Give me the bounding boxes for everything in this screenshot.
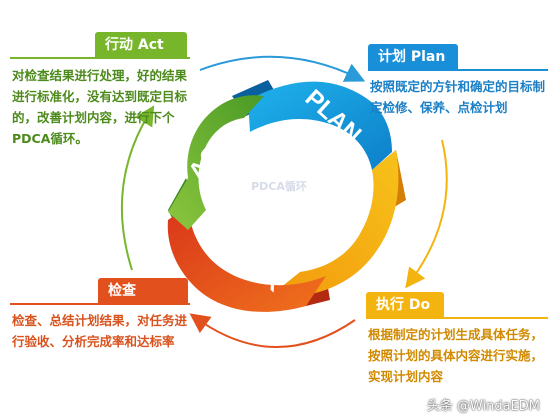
act-title: 行动 Act: [95, 32, 187, 58]
ribbon-plan: [248, 81, 392, 170]
do-title: 执行 Do: [366, 292, 444, 318]
arrow-do-to-check: [189, 313, 356, 348]
do-divider: [366, 317, 548, 319]
act-divider: [10, 57, 190, 59]
arrow-check-to-act: [120, 105, 155, 271]
check-divider: [10, 303, 190, 305]
ribbon-act: [168, 95, 264, 230]
arrow-plan-to-do: [405, 139, 448, 289]
pdca-center-label: PDCA循环: [251, 180, 307, 193]
plan-title: 计划 Plan: [368, 44, 458, 70]
watermark: 头条 @WindaEDM: [426, 399, 540, 414]
arrow-act-to-plan: [199, 55, 366, 82]
check-description: 检查、总结计划结果，对任务进行验收、分析完成率和达标率: [12, 313, 188, 349]
do-description: 根据制定的计划生成具体任务，按照计划的具体内容进行实施，实现计划内容: [368, 327, 544, 384]
plan-description: 按照既定的方针和确定的目标制定检修、保养、点检计划: [370, 79, 546, 115]
check-title: 检查 Check: [98, 278, 188, 325]
ribbon-check: [167, 206, 326, 312]
act-description: 对检查结果进行处理，好的结果进行标准化，没有达到既定目标的，改善计划内容，进行下…: [12, 68, 188, 146]
plan-divider: [368, 69, 548, 71]
ribbon-do: [270, 150, 399, 297]
